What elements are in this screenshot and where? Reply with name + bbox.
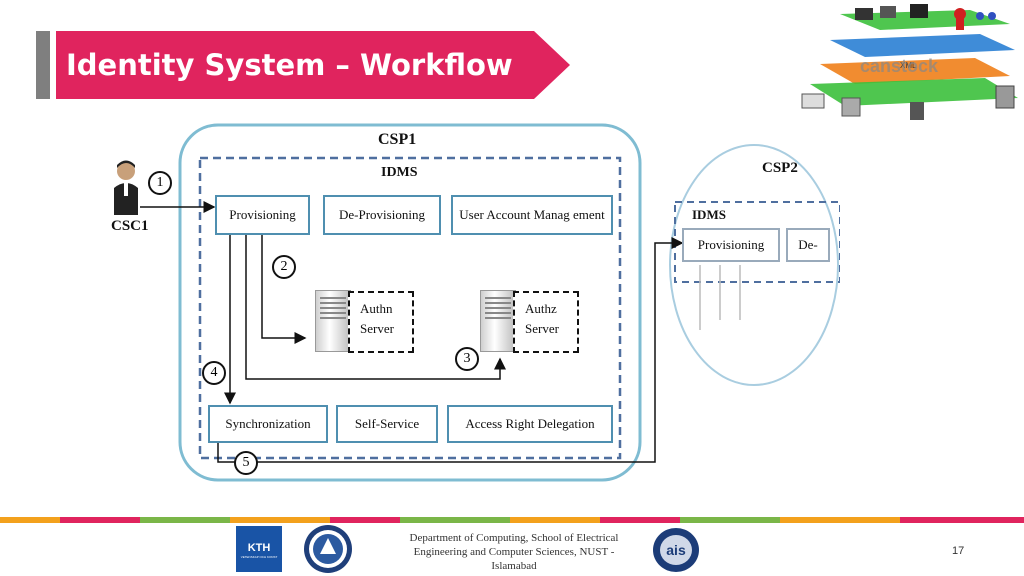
workflow-diagram: CSP1 IDMS CSP2 IDMS CSC1 Provisioning De… (100, 115, 840, 495)
arrow-step-5 (217, 237, 684, 463)
ais-logo: ais (653, 528, 699, 572)
authz-server-icon (480, 290, 516, 352)
self-service-box: Self-Service (336, 405, 438, 443)
csp2-container (669, 144, 839, 386)
authz-label: Authz (525, 301, 557, 316)
title-banner: Identity System – Workflow (56, 31, 570, 99)
authz-server-label: Server (525, 321, 559, 336)
csc1-label: CSC1 (111, 218, 149, 234)
title-accent-bar (36, 31, 50, 99)
step-5-marker: 5 (234, 451, 258, 475)
idms2-label: IDMS (692, 207, 726, 222)
provisioning-box: Provisioning (215, 195, 310, 235)
access-right-delegation-box: Access Right Delegation (447, 405, 613, 443)
step-3-marker: 3 (455, 347, 479, 371)
synchronization-box: Synchronization (208, 405, 328, 443)
csp2-label: CSP2 (762, 160, 798, 176)
idms1-container (198, 156, 622, 460)
kth-logo-subtext: VETENSKAP OCH KONST (240, 555, 278, 559)
step-4-marker: 4 (202, 361, 226, 385)
nust-seal-logo (304, 525, 352, 573)
footer-stripe (0, 517, 1024, 523)
footer-line-1: Department of Computing, School of Elect… (409, 532, 619, 544)
ais-logo-text: ais (666, 542, 686, 558)
authz-server-box: Authz Server (513, 291, 579, 353)
csp2-deprovisioning-box: De- (786, 228, 830, 262)
csp1-label: CSP1 (378, 131, 417, 148)
authn-server-box: Authn Server (348, 291, 414, 353)
csp2-provisioning-box: Provisioning (682, 228, 780, 262)
diagram-lines (140, 123, 840, 482)
authn-server-label: Server (360, 321, 394, 336)
title-banner-shape (56, 31, 570, 99)
user-account-management-box: User Account Manag ement (451, 195, 613, 235)
idms1-label: IDMS (381, 165, 418, 180)
authn-server-icon (315, 290, 351, 352)
arrow-step-2 (261, 235, 307, 344)
deprovisioning-box: De-Provisioning (323, 195, 441, 235)
kth-logo: KTH VETENSKAP OCH KONST (236, 526, 282, 572)
layered-network-image: XML canstock (800, 2, 1020, 122)
footer-line-3: Islamabad (491, 560, 537, 572)
page-number: 17 (952, 545, 965, 557)
user-icon (114, 160, 138, 215)
watermark-text: canstock (860, 56, 939, 76)
authn-label: Authn (360, 301, 393, 316)
step-2-marker: 2 (272, 255, 296, 279)
csp1-container (178, 123, 642, 482)
arrow-step-3 (245, 235, 506, 380)
xml-label: XML (900, 61, 917, 70)
footer-line-2: Engineering and Computer Sciences, NUST … (413, 546, 615, 558)
slide-title: Identity System – Workflow (66, 48, 513, 82)
step-1-marker: 1 (148, 171, 172, 195)
footer-department: Department of Computing, School of Elect… (383, 531, 645, 573)
kth-logo-text: KTH (247, 542, 271, 554)
